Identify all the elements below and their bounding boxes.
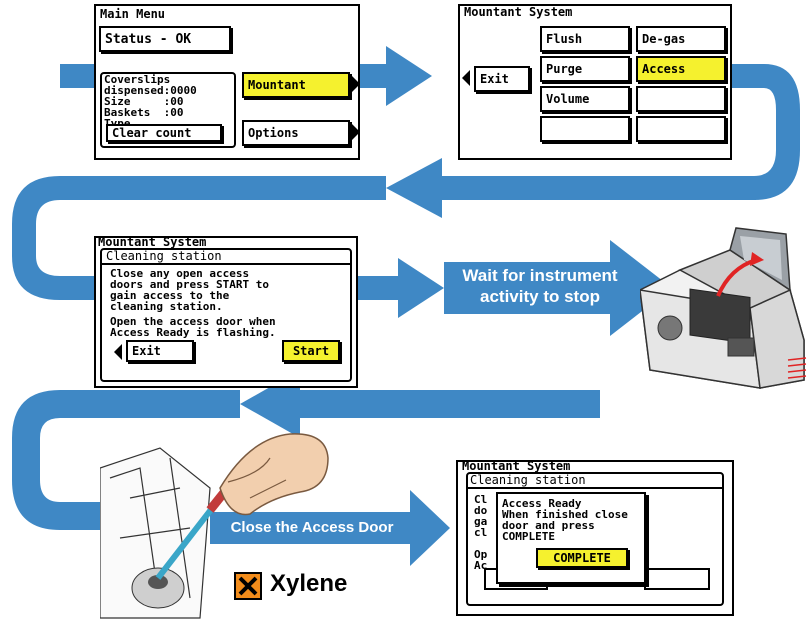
options-button[interactable]: Options bbox=[242, 120, 350, 146]
flow-arrow-left-1 bbox=[386, 158, 442, 218]
flow-turn-left bbox=[12, 176, 60, 300]
flow-arrow-right-1 bbox=[386, 46, 432, 106]
instruction-text-1: Close any open access doors and press ST… bbox=[110, 267, 269, 313]
mountant-system-screen: Mountant System Flush De-gas Purge Acces… bbox=[458, 4, 732, 160]
panel-subtitle: Cleaning station bbox=[106, 249, 222, 263]
access-button[interactable]: Access bbox=[636, 56, 726, 82]
mountant-arrow-icon bbox=[352, 76, 360, 92]
exit-arrow-icon bbox=[114, 344, 122, 360]
exit-arrow-icon bbox=[462, 70, 470, 86]
flow-turn-left-2 bbox=[12, 390, 60, 530]
start-button[interactable]: Start bbox=[282, 340, 340, 362]
close-door-label: Close the Access Door bbox=[230, 519, 394, 536]
clear-count-button[interactable]: Clear count bbox=[106, 124, 222, 142]
close-door-banner bbox=[210, 490, 450, 566]
instruction-text-2: Open the access door when Access Ready i… bbox=[110, 315, 276, 339]
access-ready-screen: Mountant System Cleaning station Cl do g… bbox=[456, 460, 734, 616]
counter-info: Coverslips dispensed:0000 Size :00 Baske… bbox=[104, 73, 197, 129]
wait-label: Wait for instrument activity to stop bbox=[462, 266, 618, 306]
degas-button[interactable]: De-gas bbox=[636, 26, 726, 52]
obscured-text: Cl do ga cl Op Ac bbox=[474, 493, 488, 572]
screen-title: Main Menu bbox=[100, 7, 166, 21]
wait-banner bbox=[444, 240, 672, 336]
mountant-button[interactable]: Mountant bbox=[242, 72, 350, 98]
flush-button[interactable]: Flush bbox=[540, 26, 630, 52]
screen-title: Mountant System bbox=[462, 459, 571, 473]
empty-button-3[interactable] bbox=[636, 116, 726, 142]
empty-button-2[interactable] bbox=[540, 116, 630, 142]
subtitle-rule bbox=[102, 263, 350, 265]
exit-button[interactable]: Exit bbox=[474, 66, 530, 92]
harmful-x-icon bbox=[234, 572, 262, 600]
cleaning-panel bbox=[100, 248, 352, 382]
screen-title: Mountant System bbox=[98, 235, 207, 249]
dialog-message: Access Ready When finished close door an… bbox=[502, 497, 628, 543]
instrument-icon bbox=[640, 227, 807, 389]
cleaning-panel bbox=[466, 472, 724, 606]
purge-button[interactable]: Purge bbox=[540, 56, 630, 82]
hand-dropper-icon bbox=[100, 433, 329, 619]
obscured-button-right bbox=[644, 568, 710, 590]
flow-arrow-right-2 bbox=[398, 258, 444, 318]
options-arrow-icon bbox=[352, 124, 360, 140]
panel-subtitle: Cleaning station bbox=[470, 473, 586, 487]
flow-turn-right bbox=[754, 64, 800, 200]
access-ready-dialog bbox=[496, 492, 646, 584]
cleaning-station-screen: Mountant System Cleaning station Close a… bbox=[94, 236, 358, 388]
subtitle-rule bbox=[468, 487, 722, 489]
main-menu-screen: Main Menu Status - OK Coverslips dispens… bbox=[94, 4, 360, 160]
empty-button-1[interactable] bbox=[636, 86, 726, 112]
info-panel bbox=[100, 72, 236, 148]
status-button[interactable]: Status - OK bbox=[99, 26, 231, 52]
exit-button[interactable]: Exit bbox=[126, 340, 194, 362]
complete-button[interactable]: COMPLETE bbox=[536, 548, 628, 568]
flow-arrow-in bbox=[60, 64, 100, 88]
xylene-label: Xylene bbox=[270, 570, 348, 597]
screen-title: Mountant System bbox=[464, 5, 573, 19]
volume-button[interactable]: Volume bbox=[540, 86, 630, 112]
